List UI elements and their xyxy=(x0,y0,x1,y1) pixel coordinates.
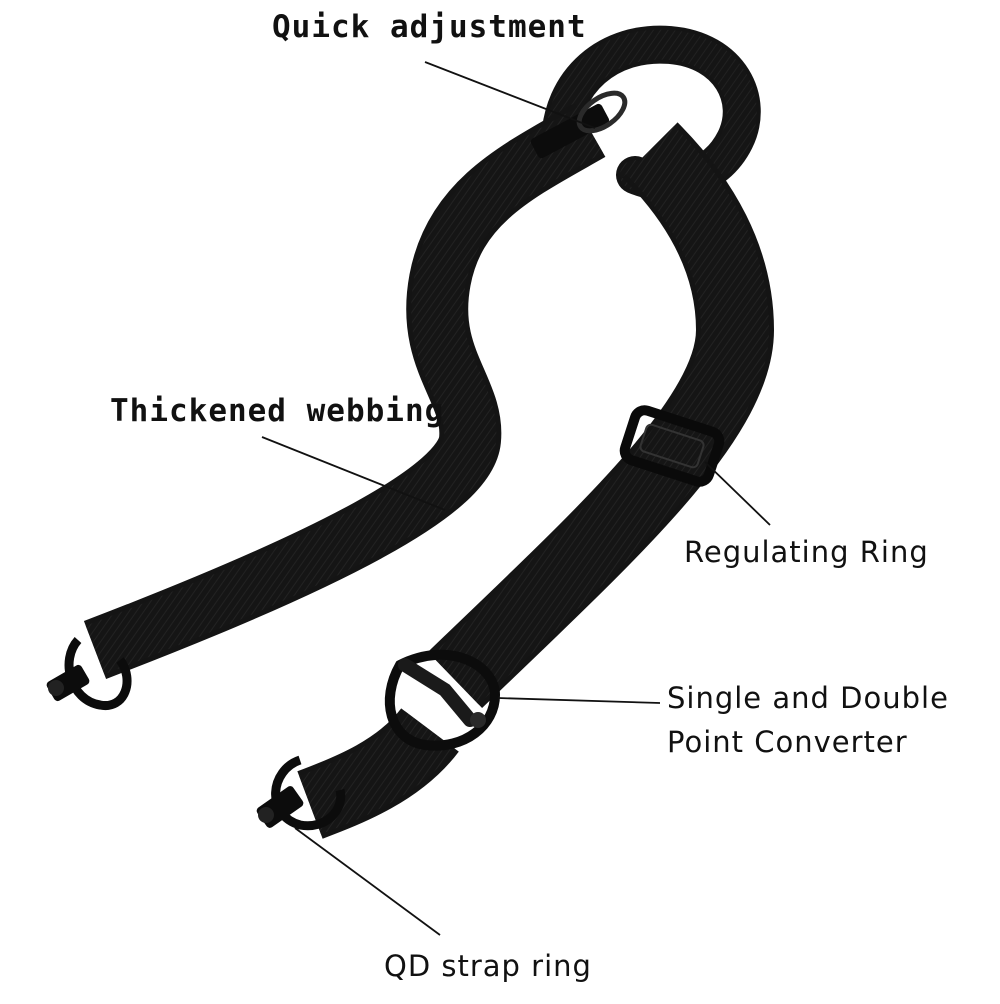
regulating-ring xyxy=(619,405,725,487)
left-strap xyxy=(83,103,606,679)
right-strap xyxy=(427,122,774,709)
qd-strap-ring-label: QD strap ring xyxy=(384,949,592,983)
regulating-ring-pointer xyxy=(704,461,771,526)
quick-adjust-pointer xyxy=(424,61,596,129)
converter-label-line2: Point Converter xyxy=(667,725,908,759)
webbing-pointer xyxy=(261,436,446,511)
regulating-ring-label: Regulating Ring xyxy=(684,535,929,569)
converter-pointer xyxy=(497,697,661,704)
converter-label-line1: Single and Double xyxy=(667,681,949,715)
quick-adjustment-label: Quick adjustment xyxy=(272,9,587,45)
callout-lines xyxy=(261,61,771,936)
bottom-qd-swivel xyxy=(256,755,346,831)
converter-buckle xyxy=(384,649,501,751)
thickened-webbing-label: Thickened webbing xyxy=(110,393,445,429)
left-qd-swivel xyxy=(46,636,132,710)
quick-adjust-buckle xyxy=(530,90,628,159)
qd-ring-pointer xyxy=(294,827,441,936)
